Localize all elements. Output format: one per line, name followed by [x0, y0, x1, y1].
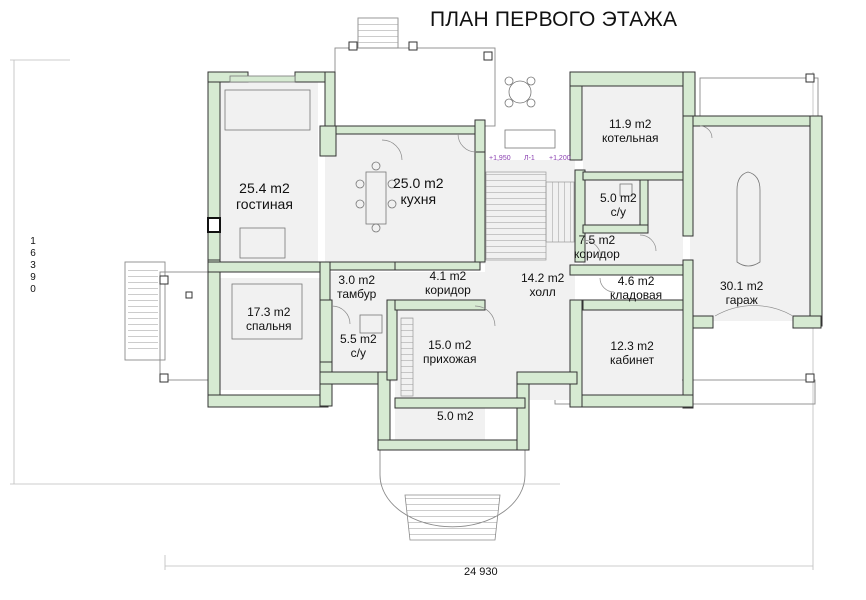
room-area: 5.0 m2 — [600, 191, 637, 205]
room-area: 4.6 m2 — [617, 274, 655, 288]
side-stairs — [128, 270, 158, 350]
room-name: тамбур — [337, 286, 377, 301]
room-area: 30.1 m2 — [720, 279, 764, 293]
level-mark: Л-1 — [524, 155, 535, 162]
room-name: с/у — [610, 204, 627, 219]
room-label-entry: 15.0 m2 прихожая — [423, 338, 477, 367]
room-name: гараж — [725, 292, 758, 307]
room-label-pantry: 4.6 m2 кладовая — [610, 274, 663, 303]
room-area: 4.1 m2 — [429, 269, 467, 283]
front-stairs — [404, 494, 501, 541]
door-swings — [331, 125, 794, 327]
room-name: котельная — [602, 130, 659, 145]
furniture — [224, 75, 761, 340]
room-label-vestibule: 3.0 m2 тамбур — [337, 273, 377, 302]
room-label-office: 12.3 m2 кабинет — [610, 339, 655, 368]
room-area: 25.0 m2 — [393, 175, 444, 191]
level-mark: +1,950 — [489, 155, 511, 162]
room-label-porch: 5.0 m2 — [437, 409, 474, 424]
room-name: с/у — [350, 345, 367, 360]
level-mark: +1,200 — [549, 155, 571, 162]
room-area: 14.2 m2 — [521, 271, 565, 285]
room-area: 25.4 m2 — [239, 180, 290, 196]
room-area: 15.0 m2 — [428, 338, 472, 352]
room-label-corridor2: 7.5 m2 коридор — [574, 233, 620, 262]
hall-stair — [485, 171, 547, 261]
entry-closet — [400, 317, 414, 397]
room-name: гостиная — [236, 196, 293, 213]
room-name: коридор — [425, 282, 471, 297]
room-name: спальня — [246, 318, 292, 333]
room-label-boiler: 11.9 m2 котельная — [602, 117, 659, 146]
room-name: кухня — [400, 191, 437, 208]
dimension-depth: 16390 — [30, 236, 36, 295]
walls — [207, 71, 823, 451]
room-name: кладовая — [610, 287, 663, 302]
room-area: 12.3 m2 — [610, 339, 654, 353]
hall-stair-2 — [545, 181, 575, 243]
room-label-hall: 14.2 m2 холл — [521, 271, 565, 300]
room-name: коридор — [574, 246, 620, 261]
rear-stairs — [358, 18, 398, 48]
floor-areas — [218, 78, 810, 441]
room-area: 3.0 m2 — [338, 273, 375, 287]
room-label-wc2: 5.5 m2 с/у — [340, 332, 377, 361]
plan-title: ПЛАН ПЕРВОГО ЭТАЖА — [430, 8, 678, 31]
room-label-corridor1: 4.1 m2 коридор — [425, 269, 471, 298]
columns — [159, 41, 815, 383]
room-name: прихожая — [423, 351, 477, 366]
dimension-width: 24 930 — [464, 566, 498, 578]
room-area: 17.3 m2 — [247, 305, 291, 319]
room-label-living: 25.4 m2 гостиная — [236, 180, 293, 212]
fireplace — [207, 217, 221, 233]
room-name: холл — [529, 284, 556, 299]
room-area: 11.9 m2 — [609, 117, 652, 131]
room-area: 5.5 m2 — [340, 332, 377, 346]
room-label-garage: 30.1 m2 гараж — [720, 279, 764, 308]
room-area: 7.5 m2 — [578, 233, 616, 247]
room-area: 5.0 m2 — [437, 409, 474, 423]
room-label-kitchen: 25.0 m2 кухня — [393, 175, 444, 207]
room-name: кабинет — [610, 352, 655, 367]
room-label-bedroom: 17.3 m2 спальня — [246, 305, 292, 334]
room-label-wc1: 5.0 m2 с/у — [600, 191, 637, 220]
